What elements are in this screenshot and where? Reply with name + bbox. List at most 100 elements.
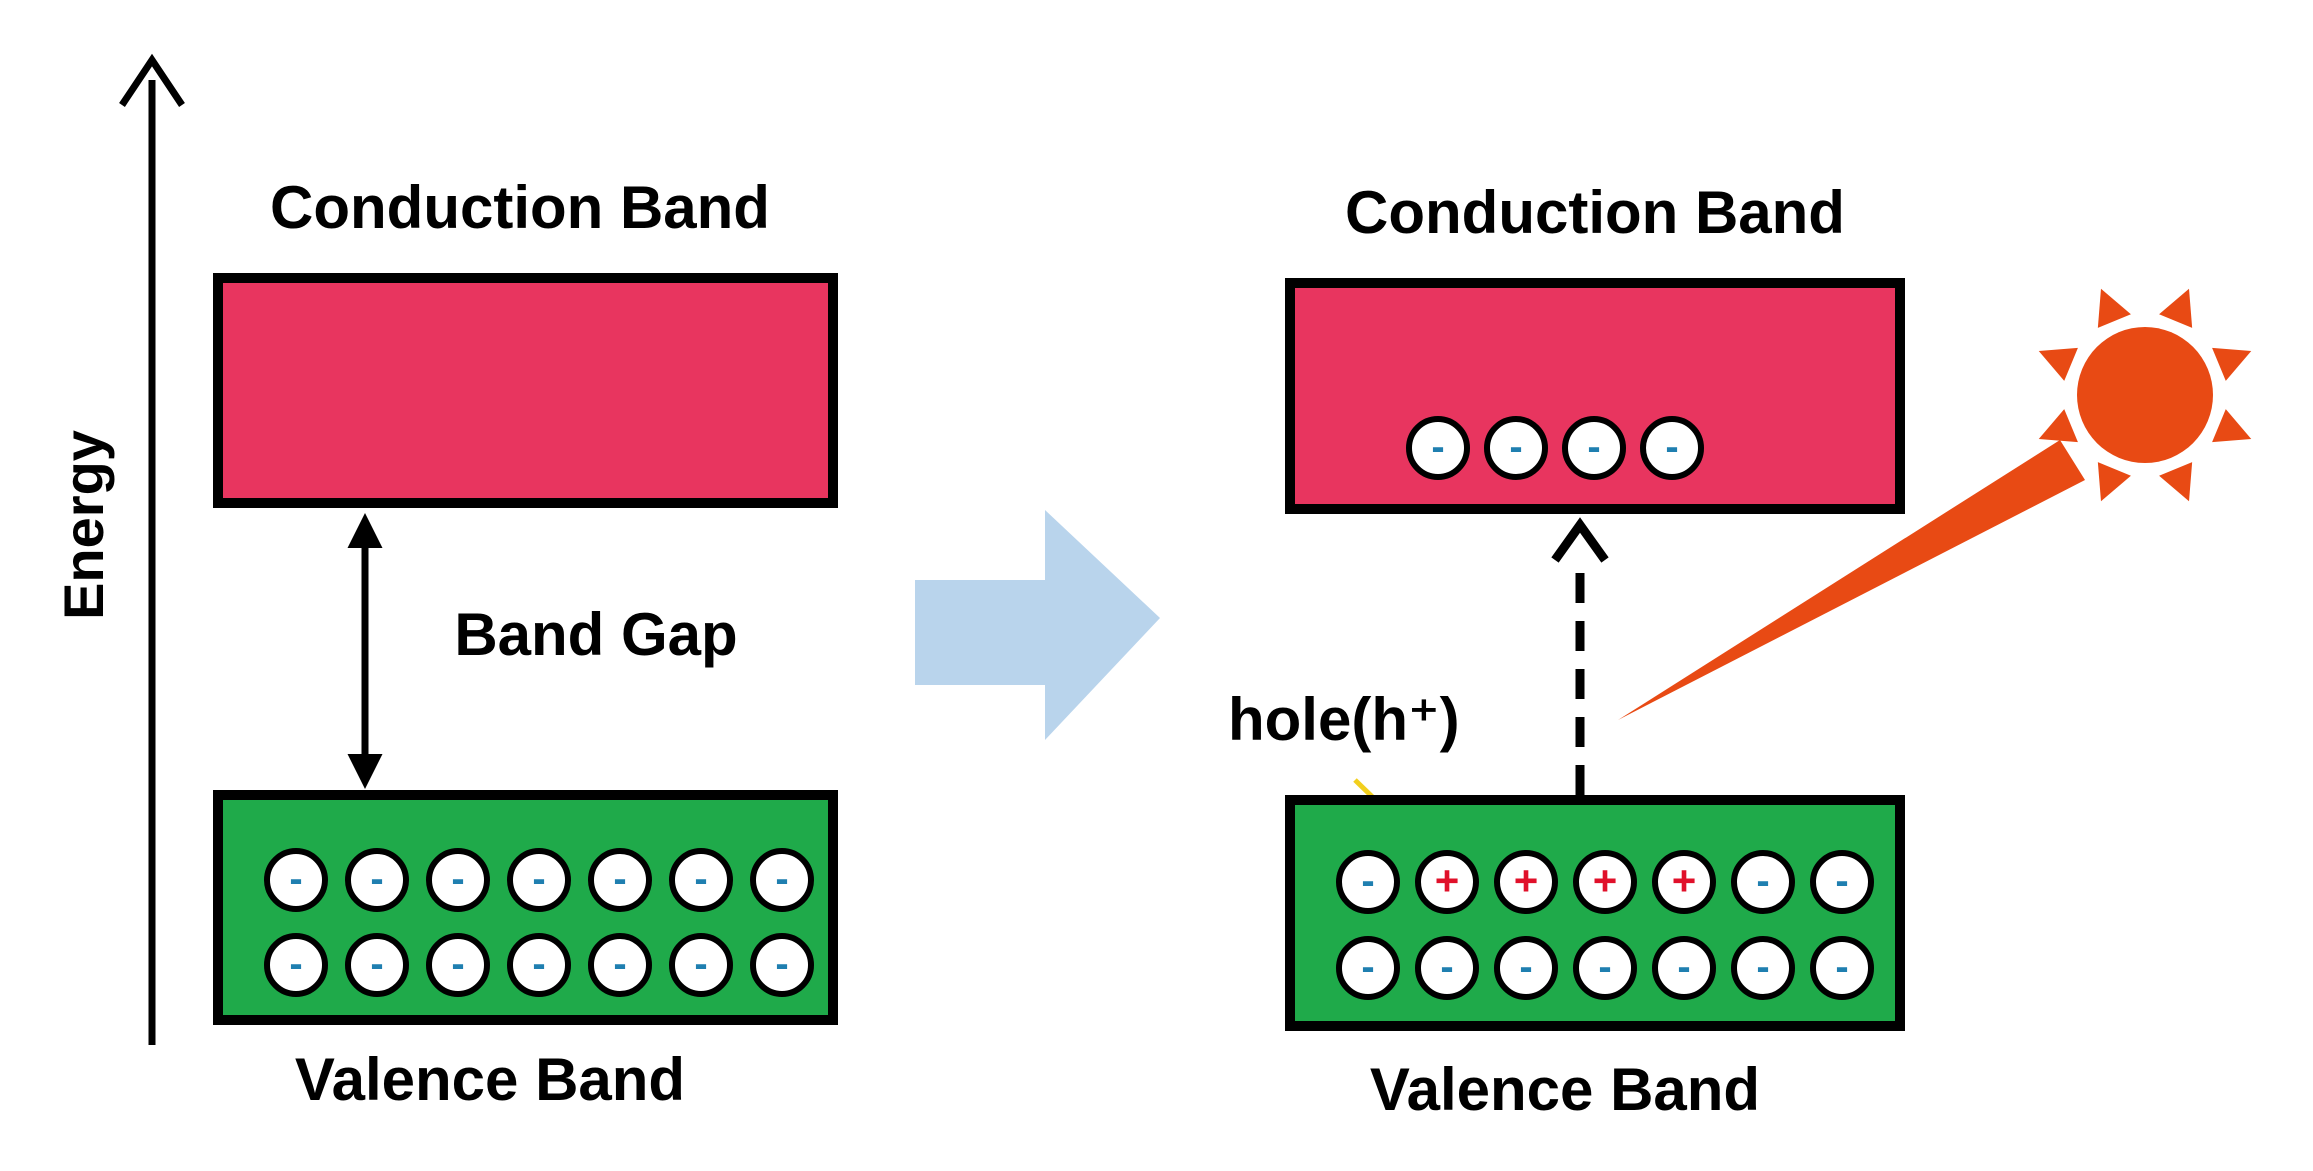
electron-particle: - — [1562, 416, 1626, 480]
particle-sign: - — [370, 942, 383, 986]
particle-sign: - — [1598, 945, 1611, 989]
particle-sign: - — [694, 857, 707, 901]
sun-ray — [2212, 347, 2252, 381]
particle-sign: - — [289, 942, 302, 986]
energy-axis: Energy — [52, 53, 185, 1045]
particle-sign: - — [1665, 425, 1678, 469]
particle-sign: - — [613, 857, 626, 901]
sun-ray — [2097, 462, 2131, 502]
electron-particle: - — [1484, 416, 1548, 480]
particle-sign: - — [1835, 945, 1848, 989]
hole-particle: + — [1652, 850, 1716, 914]
band-gap-label: Band Gap — [454, 601, 737, 668]
electron-particle: - — [264, 933, 328, 997]
particle-circle — [1415, 936, 1479, 1000]
left-conduction-band — [213, 273, 838, 508]
electron-particle: - — [750, 848, 814, 912]
left-panel: Conduction Band Band Gap -------------- … — [213, 174, 838, 1113]
sun-ray — [2159, 462, 2193, 502]
particle-sign: - — [532, 857, 545, 901]
particle-sign: - — [694, 942, 707, 986]
electron-particle: - — [1336, 936, 1400, 1000]
particle-circle — [264, 848, 328, 912]
process-arrow — [915, 510, 1160, 740]
electron-particle: - — [345, 848, 409, 912]
sun-ray — [2212, 409, 2252, 443]
particle-circle — [1810, 936, 1874, 1000]
particle-sign: - — [1519, 945, 1532, 989]
particle-circle — [507, 933, 571, 997]
right-conduction-band-label: Conduction Band — [1345, 179, 1845, 246]
sun-ray — [2159, 288, 2193, 328]
electron-particle: - — [345, 933, 409, 997]
particle-sign: - — [451, 857, 464, 901]
electron-particle: - — [588, 933, 652, 997]
sun-icon — [2038, 288, 2252, 502]
particle-circle — [750, 848, 814, 912]
sun-ray — [2038, 347, 2078, 381]
particle-circle — [1336, 850, 1400, 914]
electron-particle: - — [1573, 936, 1637, 1000]
hole-particle: + — [1494, 850, 1558, 914]
particle-sign: - — [775, 942, 788, 986]
particle-sign: - — [1440, 945, 1453, 989]
electron-particle: - — [1731, 850, 1795, 914]
particle-circle — [1652, 850, 1716, 914]
electron-particle: - — [750, 933, 814, 997]
particle-circle — [1731, 850, 1795, 914]
particle-circle — [669, 933, 733, 997]
particle-sign: - — [1756, 859, 1769, 903]
particle-sign: - — [1756, 945, 1769, 989]
particle-circle — [1640, 416, 1704, 480]
electron-particle: - — [264, 848, 328, 912]
particle-sign: + — [1514, 857, 1539, 904]
particle-circle — [1406, 416, 1470, 480]
electron-particle: - — [1336, 850, 1400, 914]
electron-particle: - — [1415, 936, 1479, 1000]
particle-circle — [1415, 850, 1479, 914]
right-valence-particles: -++++--------- — [1336, 850, 1874, 1000]
particle-sign: - — [532, 942, 545, 986]
right-panel: Conduction Band ---- hole(h⁺) -++++-----… — [1228, 179, 1905, 1123]
electron-particle: - — [1494, 936, 1558, 1000]
electron-particle: - — [507, 933, 571, 997]
particle-sign: - — [289, 857, 302, 901]
particle-sign: - — [775, 857, 788, 901]
particle-circle — [1484, 416, 1548, 480]
sun-core — [2077, 327, 2213, 463]
particle-circle — [588, 848, 652, 912]
particle-circle — [1810, 850, 1874, 914]
particle-circle — [507, 848, 571, 912]
electron-particle: - — [1640, 416, 1704, 480]
particle-circle — [1336, 936, 1400, 1000]
left-valence-band-label: Valence Band — [295, 1046, 685, 1113]
particle-sign: + — [1672, 857, 1697, 904]
sun-ray — [2038, 409, 2078, 443]
particle-circle — [669, 848, 733, 912]
electron-particle: - — [588, 848, 652, 912]
particle-circle — [750, 933, 814, 997]
sun-ray — [2097, 288, 2131, 328]
particle-circle — [345, 933, 409, 997]
particle-sign: - — [370, 857, 383, 901]
electron-particle: - — [669, 933, 733, 997]
electron-particle: - — [1810, 850, 1874, 914]
energy-axis-label: Energy — [52, 430, 115, 620]
particle-circle — [1652, 936, 1716, 1000]
particle-sign: - — [1587, 425, 1600, 469]
hole-label: hole(h⁺) — [1228, 686, 1460, 753]
particle-circle — [588, 933, 652, 997]
electron-particle: - — [426, 933, 490, 997]
particle-sign: + — [1593, 857, 1618, 904]
particle-sign: - — [1431, 425, 1444, 469]
particle-circle — [1573, 936, 1637, 1000]
particle-sign: - — [1835, 859, 1848, 903]
particle-circle — [345, 848, 409, 912]
particle-circle — [1494, 850, 1558, 914]
electron-particle: - — [1406, 416, 1470, 480]
left-conduction-band-label: Conduction Band — [270, 174, 770, 241]
particle-sign: - — [613, 942, 626, 986]
particle-circle — [426, 848, 490, 912]
sun-light-beam — [1618, 440, 2085, 720]
particle-circle — [1731, 936, 1795, 1000]
